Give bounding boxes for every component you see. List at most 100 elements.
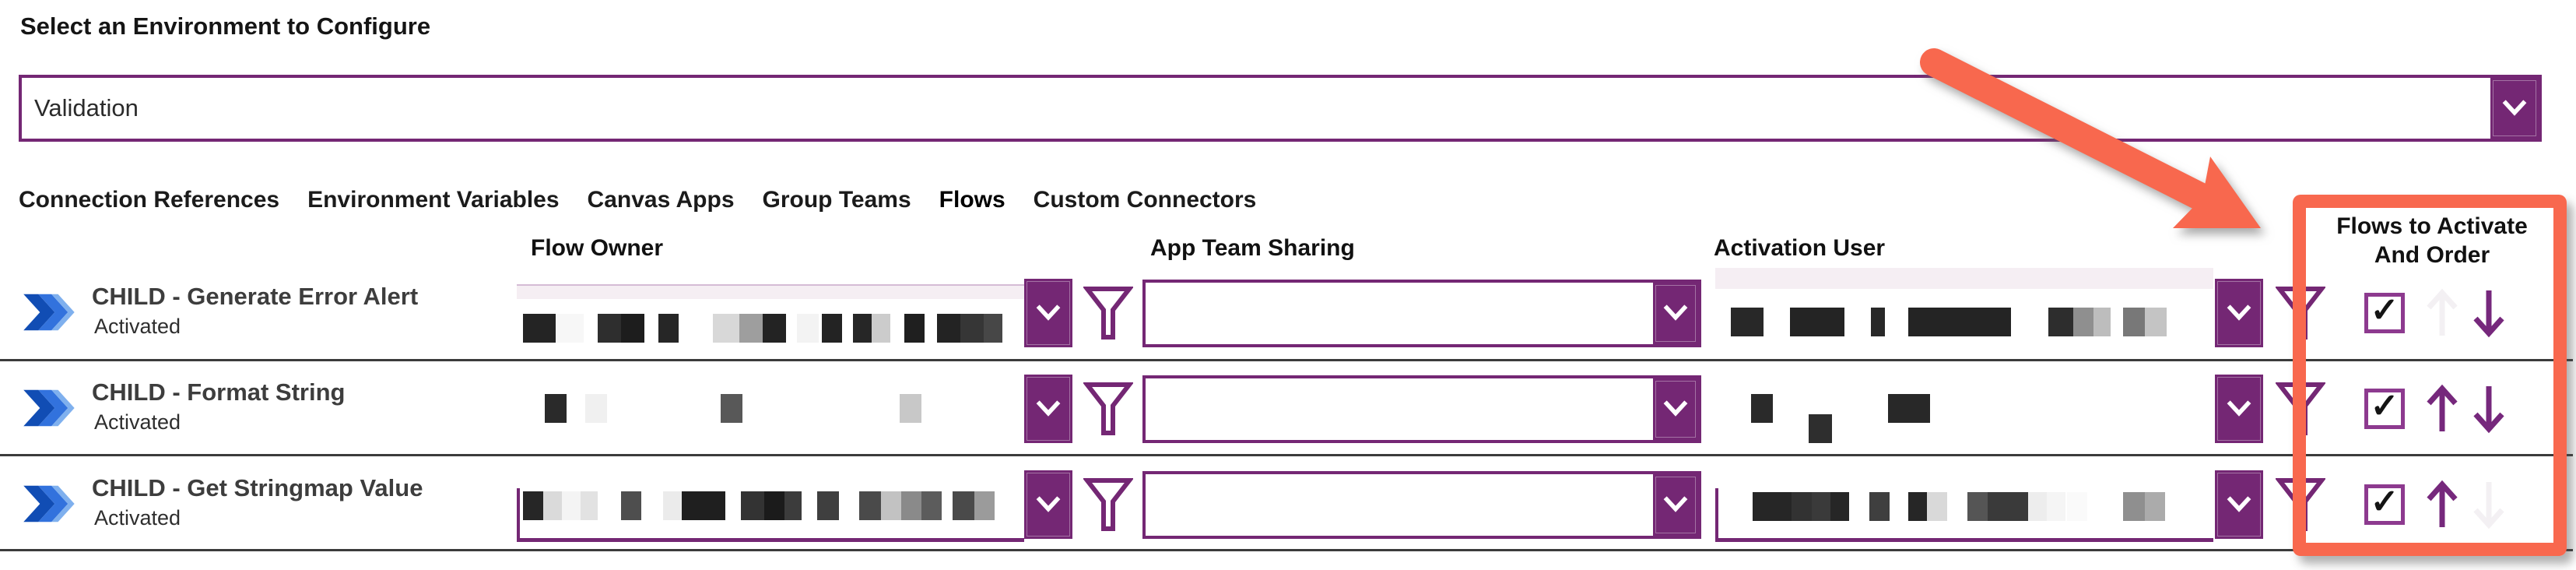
tab-canvas-apps[interactable]: Canvas Apps <box>587 187 735 213</box>
flows-to-activate-line1: Flows to Activate <box>2336 213 2528 239</box>
flows-to-activate-line2: And Order <box>2374 242 2490 268</box>
chevron-down-icon <box>1033 301 1064 325</box>
flow-owner-combobox[interactable] <box>517 457 1024 552</box>
combobox-top-border <box>517 284 1024 286</box>
redacted-activation-user-value <box>1715 492 2213 523</box>
app-team-sharing-combobox[interactable] <box>1142 471 1701 539</box>
move-up-button[interactable] <box>2423 478 2461 531</box>
chevron-down-icon <box>1660 301 1691 325</box>
chevron-down-icon <box>1033 397 1064 421</box>
activation-user-expand-button[interactable] <box>2215 470 2263 539</box>
combobox-left-border <box>517 488 520 540</box>
redacted-flow-owner-value <box>517 314 1024 345</box>
arrow-up-icon <box>2423 288 2461 342</box>
app-team-sharing-combobox[interactable] <box>1142 280 1701 347</box>
flow-name: CHILD - Get Stringmap Value <box>92 474 423 501</box>
filter-funnel-icon <box>1082 382 1135 440</box>
combobox-bottom-border <box>1715 538 2213 542</box>
checkmark-icon: ✓ <box>2370 291 2399 329</box>
activation-user-combobox[interactable] <box>1715 361 2213 456</box>
activation-user-filter-button[interactable] <box>2274 476 2327 536</box>
app-team-sharing-expand-button[interactable] <box>1653 283 1698 344</box>
activation-user-combobox[interactable] <box>1715 266 2213 361</box>
flow-owner-combobox[interactable] <box>517 266 1024 361</box>
activation-user-filter-button[interactable] <box>2274 284 2327 344</box>
flow-row: CHILD - Generate Error Alert Activated <box>0 266 2576 361</box>
arrow-up-icon <box>2423 384 2461 438</box>
move-up-button[interactable] <box>2423 287 2461 340</box>
app-team-sharing-expand-button[interactable] <box>1653 378 1698 440</box>
redacted-activation-user-value <box>1715 308 2213 339</box>
tab-bar: Connection References Environment Variab… <box>19 187 1256 213</box>
tab-group-teams[interactable]: Group Teams <box>762 187 911 213</box>
column-header-flow-owner: Flow Owner <box>531 235 664 261</box>
flow-owner-expand-button[interactable] <box>1024 375 1072 443</box>
checkmark-icon: ✓ <box>2370 387 2399 425</box>
row-divider <box>0 359 2573 361</box>
chevron-down-icon <box>2223 493 2255 517</box>
tab-environment-variables[interactable]: Environment Variables <box>307 187 560 213</box>
filter-funnel-icon <box>1082 478 1135 536</box>
move-down-button[interactable] <box>2470 287 2508 340</box>
chevron-down-icon <box>1033 493 1064 517</box>
power-automate-icon <box>23 389 75 427</box>
flow-owner-filter-button[interactable] <box>1082 380 1135 440</box>
flow-owner-filter-button[interactable] <box>1082 284 1135 344</box>
column-header-activation-user: Activation User <box>1714 235 1886 261</box>
redacted-activation-user-value <box>1715 394 2213 443</box>
flow-owner-expand-button[interactable] <box>1024 470 1072 539</box>
column-header-app-team-sharing: App Team Sharing <box>1150 235 1355 261</box>
tab-flows[interactable]: Flows <box>939 187 1005 213</box>
activate-checkbox[interactable]: ✓ <box>2364 293 2405 333</box>
row-divider <box>0 454 2573 456</box>
checkmark-icon: ✓ <box>2370 483 2399 521</box>
app-team-sharing-combobox[interactable] <box>1142 375 1701 443</box>
environment-dropdown-expand-button[interactable] <box>2490 78 2539 139</box>
chevron-down-icon <box>2499 97 2530 121</box>
flow-status: Activated <box>94 506 181 530</box>
filter-funnel-icon <box>2274 382 2327 440</box>
combobox-highlight-band <box>1715 268 2213 289</box>
arrow-up-icon <box>2423 480 2461 533</box>
flow-owner-filter-button[interactable] <box>1082 476 1135 536</box>
chevron-down-icon <box>2223 301 2255 325</box>
chevron-down-icon <box>1660 493 1691 517</box>
environment-dropdown[interactable]: Validation <box>19 75 2542 142</box>
filter-funnel-icon <box>2274 478 2327 536</box>
move-down-button[interactable] <box>2470 382 2508 435</box>
combobox-highlight-band <box>517 286 1024 299</box>
power-automate-icon <box>23 294 75 331</box>
flow-name: CHILD - Format String <box>92 378 346 406</box>
activate-checkbox[interactable]: ✓ <box>2364 484 2405 525</box>
red-arrow-annotation <box>1920 48 2261 228</box>
tab-custom-connectors[interactable]: Custom Connectors <box>1033 187 1257 213</box>
app-team-sharing-expand-button[interactable] <box>1653 474 1698 536</box>
tab-connection-references[interactable]: Connection References <box>19 187 280 213</box>
table-bottom-divider <box>0 549 2573 551</box>
activation-user-expand-button[interactable] <box>2215 375 2263 443</box>
flow-owner-combobox[interactable] <box>517 361 1024 456</box>
flow-status: Activated <box>94 315 181 338</box>
chevron-down-icon <box>1660 397 1691 421</box>
environment-dropdown-value: Validation <box>34 94 139 121</box>
activation-user-combobox[interactable] <box>1715 457 2213 552</box>
flow-owner-expand-button[interactable] <box>1024 279 1072 347</box>
move-up-button[interactable] <box>2423 382 2461 435</box>
column-header-flows-to-activate: Flows to Activate And Order <box>2313 212 2551 269</box>
move-down-button[interactable] <box>2470 478 2508 531</box>
filter-funnel-icon <box>2274 287 2327 344</box>
flow-name: CHILD - Generate Error Alert <box>92 283 419 310</box>
activate-checkbox[interactable]: ✓ <box>2364 389 2405 429</box>
filter-funnel-icon <box>1082 287 1135 344</box>
activation-user-expand-button[interactable] <box>2215 279 2263 347</box>
flow-row: CHILD - Get Stringmap Value Activated <box>0 457 2576 552</box>
redacted-flow-owner-value <box>517 394 1024 425</box>
redacted-flow-owner-value <box>517 491 1024 522</box>
environment-select-label: Select an Environment to Configure <box>20 12 431 40</box>
arrow-down-icon <box>2470 290 2508 342</box>
combobox-bottom-border <box>517 538 1024 542</box>
activation-user-filter-button[interactable] <box>2274 380 2327 440</box>
arrow-down-icon <box>2470 386 2508 438</box>
combobox-left-border <box>1715 488 1718 540</box>
arrow-down-icon <box>2470 482 2508 533</box>
